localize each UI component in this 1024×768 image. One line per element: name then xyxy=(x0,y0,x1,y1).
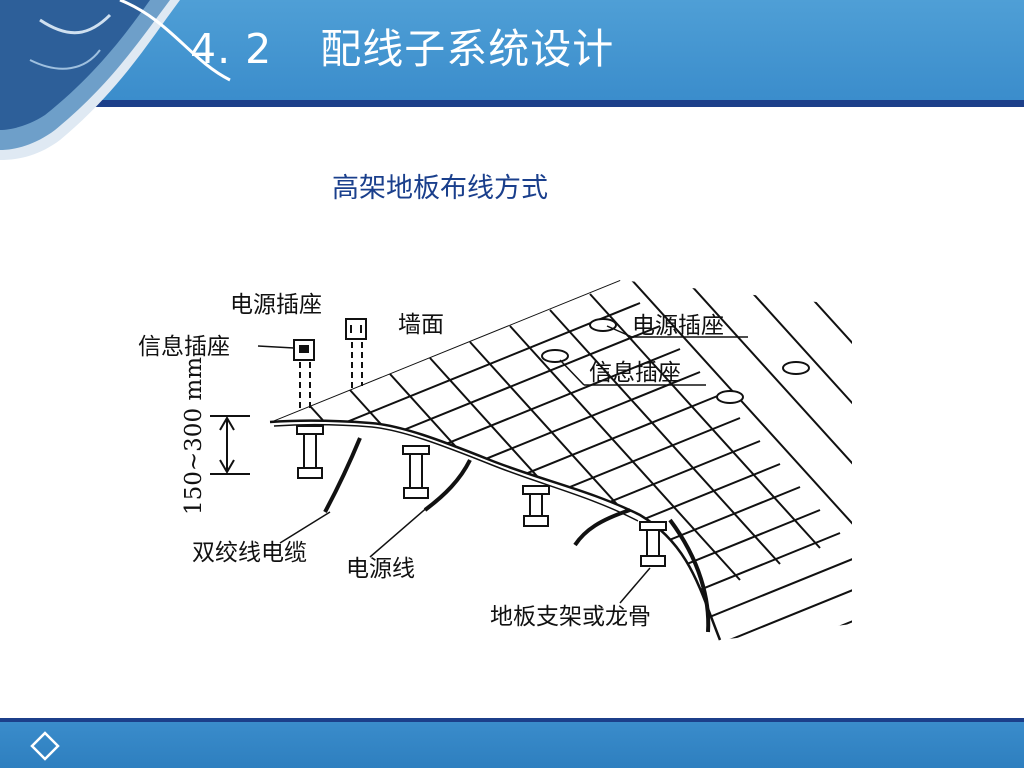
diamond-icon xyxy=(30,731,60,761)
trunk-cable-2 xyxy=(668,518,711,633)
footer-divider xyxy=(0,718,1024,722)
floor-grid xyxy=(270,280,852,640)
footer-bar xyxy=(0,722,1024,768)
slide-title-text: 配线子系统设计 xyxy=(320,25,615,73)
label-power-line: 电源线 xyxy=(346,556,415,582)
floor-socket-holes xyxy=(541,318,810,404)
header-divider xyxy=(0,100,1024,107)
label-info-socket-floor: 信息插座 xyxy=(589,360,681,386)
floor-supports xyxy=(296,425,667,567)
label-twisted-pair: 双绞线电缆 xyxy=(192,540,307,566)
wall-sockets xyxy=(293,318,367,412)
label-height-range: 150~300 mm xyxy=(181,357,207,515)
floor-edge xyxy=(269,419,722,641)
power-cable xyxy=(423,459,472,512)
leader-lines xyxy=(257,325,748,604)
label-power-socket-wall: 电源插座 xyxy=(230,292,322,318)
label-floor-support: 地板支架或龙骨 xyxy=(490,604,651,630)
label-info-socket-wall: 信息插座 xyxy=(138,334,230,360)
twisted-pair-cable xyxy=(323,437,362,513)
label-wall: 墙面 xyxy=(398,312,444,338)
height-dimension xyxy=(210,415,250,475)
section-number: 4. 2 xyxy=(190,25,273,73)
slide-title: 4. 2 配线子系统设计 xyxy=(190,14,614,84)
label-power-socket-floor: 电源插座 xyxy=(632,313,724,339)
trunk-cable xyxy=(573,508,631,547)
diagram-title: 高架地板布线方式 xyxy=(332,173,548,204)
corner-decoration xyxy=(0,0,231,160)
header-bar xyxy=(0,0,1024,104)
